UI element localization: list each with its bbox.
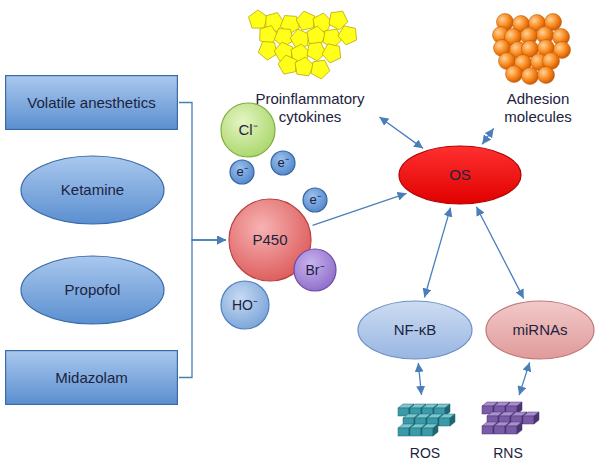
node-label: e⁻	[277, 155, 288, 171]
node-label: Cl⁻	[238, 121, 257, 139]
arrow-connector	[482, 128, 493, 144]
node-label: miRNAs	[513, 321, 568, 339]
rns-group: RNS	[476, 398, 540, 462]
ion-circle: Cl⁻	[220, 102, 276, 158]
node-label: HO⁻	[232, 297, 258, 314]
arrow-connector	[424, 208, 450, 298]
cytokine-cluster	[249, 10, 357, 79]
mirna-ellipse: miRNAs	[485, 300, 595, 360]
drug-box: Volatile anesthetics	[5, 75, 178, 130]
ros-blocks	[398, 404, 455, 436]
ion-circle: Br⁻	[293, 248, 337, 292]
node-label: Midazolam	[55, 369, 128, 387]
node-label: ROS	[410, 445, 440, 462]
node-label: Proinflammatory cytokines	[243, 90, 377, 126]
node-label: Propofol	[65, 281, 121, 299]
arrow-connector	[519, 362, 529, 395]
cytokine-group: Proinflammatory cytokines	[243, 8, 377, 126]
node-label: RNS	[493, 445, 523, 462]
adhesion-molecule-cluster	[493, 14, 571, 85]
node-label: e⁻	[309, 192, 320, 208]
arrow-connector	[379, 117, 423, 148]
node-label: Ketamine	[61, 181, 124, 199]
node-label: NF-κB	[394, 321, 437, 339]
drug-ellipse: Ketamine	[20, 155, 165, 225]
electron-circle: e⁻	[270, 150, 296, 176]
arrow-connector	[418, 363, 421, 395]
node-label: Br⁻	[306, 262, 325, 279]
electron-circle: e⁻	[229, 159, 255, 185]
arrow-connector	[179, 103, 226, 241]
electron-circle: e⁻	[302, 187, 328, 213]
factor-ellipse: NF-κB	[357, 300, 473, 360]
node-label: e⁻	[236, 164, 247, 180]
node-label: P450	[252, 231, 287, 249]
ros-group: ROS	[393, 398, 457, 462]
drug-ellipse: Propofol	[20, 255, 165, 325]
stress-ellipse: OS	[398, 145, 522, 205]
drug-box: Midazolam	[5, 350, 178, 405]
ion-circle: HO⁻	[220, 280, 270, 330]
rns-blocks	[482, 402, 539, 434]
adhesion-group: Adhesion molecules	[476, 8, 600, 126]
arrow-connector	[179, 240, 226, 378]
arrow-connector	[476, 207, 523, 299]
node-label: OS	[449, 166, 471, 184]
node-label: Adhesion molecules	[476, 90, 600, 126]
node-label: Volatile anesthetics	[27, 94, 155, 112]
